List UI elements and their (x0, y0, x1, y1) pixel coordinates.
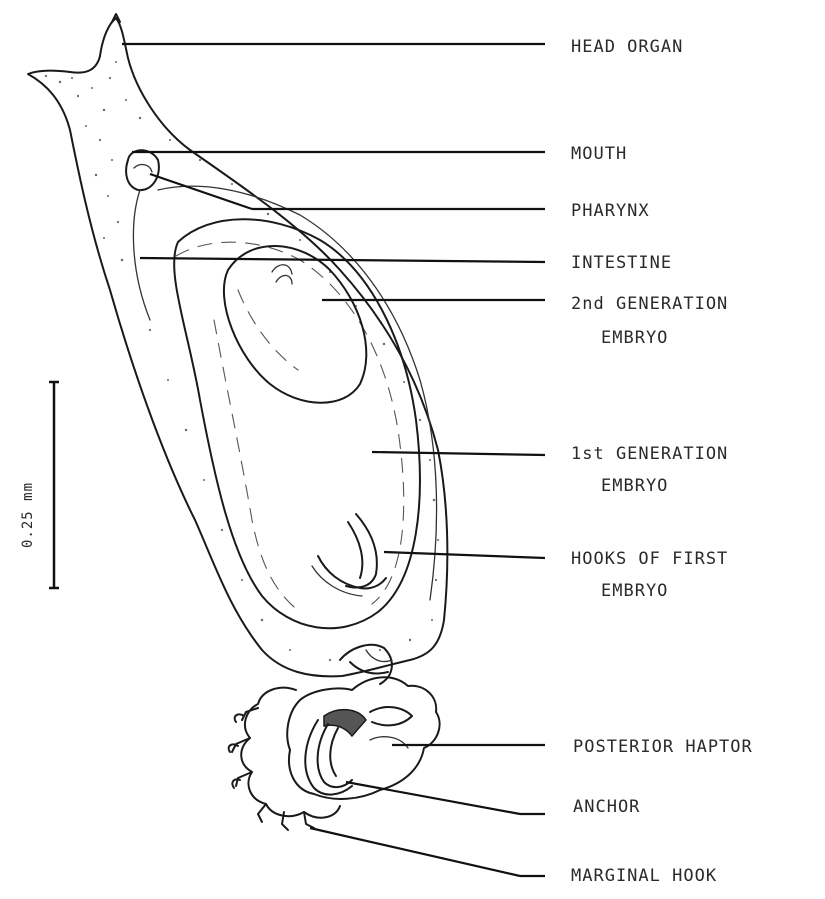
pharynx-shape (126, 150, 159, 190)
first-generation-embryo (174, 219, 420, 628)
scale-bar-label: 0.25 mm (20, 482, 36, 548)
marginal-hooks-fringe (229, 688, 340, 830)
body-outline (28, 14, 447, 676)
second-generation-embryo (224, 246, 366, 403)
label-first-generation: 1st GENERATION (571, 444, 728, 464)
label-posterior-haptor: POSTERIOR HAPTOR (573, 737, 753, 757)
label-hooks-of-first: HOOKS OF FIRST (571, 549, 728, 569)
leader-lines (122, 44, 545, 876)
label-hooks-embryo: EMBRYO (601, 581, 668, 601)
label-head-organ: HEAD ORGAN (571, 37, 683, 57)
label-mouth: MOUTH (571, 144, 627, 164)
posterior-haptor-shape (287, 645, 439, 799)
label-pharynx: PHARYNX (571, 201, 650, 221)
scale-bar: 0.25 mm (20, 382, 59, 588)
label-intestine: INTESTINE (571, 253, 672, 273)
embryo-hooks (312, 514, 386, 596)
label-second-generation: 2nd GENERATION (571, 294, 728, 314)
label-second-generation-embryo: EMBRYO (601, 328, 668, 348)
label-anchor: ANCHOR (573, 797, 640, 817)
labels: HEAD ORGAN MOUTH PHARYNX INTESTINE 2nd G… (571, 37, 753, 886)
label-first-generation-embryo: EMBRYO (601, 476, 668, 496)
label-marginal-hook: MARGINAL HOOK (571, 866, 717, 886)
